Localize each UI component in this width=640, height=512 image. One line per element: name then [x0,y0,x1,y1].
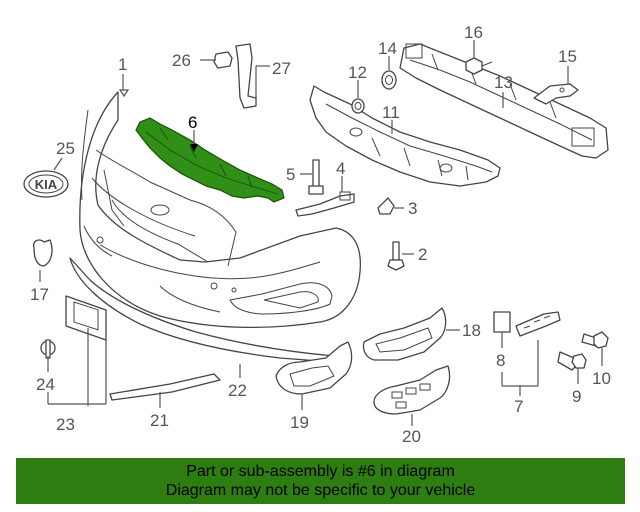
bracket-part-27[interactable] [235,43,257,109]
caption-line-1: Part or sub-assembly is #6 in diagram [186,463,455,480]
callout-17: 17 [30,285,49,304]
parts-diagram: KIA [23,23,611,446]
callout-18: 18 [462,321,481,340]
bolt-part-5[interactable] [308,159,324,195]
bumper-cover-part-1[interactable] [79,91,362,329]
callout-4: 4 [336,159,345,178]
leader-lines [39,40,603,426]
caption-line-2: Diagram may not be specific to your vehi… [165,482,476,499]
callout-10: 10 [592,369,611,388]
callout-14: 14 [378,39,397,58]
callout-21: 21 [150,411,169,430]
callout-8: 8 [496,351,505,370]
tow-hook-cover-part-17[interactable] [33,239,53,267]
callout-1: 1 [118,55,127,74]
callout-25: 25 [56,139,75,158]
clip-part-3[interactable] [377,197,395,215]
callout-15: 15 [558,47,577,66]
callout-7: 7 [514,397,523,416]
callout-labels: 1 6 26 27 12 14 11 13 16 15 25 17 5 4 3 … [30,23,611,446]
emblem-text: KIA [35,177,58,192]
bracket-part-7[interactable] [515,311,561,337]
screw-part-2[interactable] [387,241,405,271]
callout-13: 13 [494,73,513,92]
callout-23: 23 [56,415,75,434]
callout-3: 3 [408,199,417,218]
bracket-part-15[interactable] [533,83,579,105]
bracket-part-4[interactable] [295,191,355,217]
callout-9: 9 [572,387,581,406]
license-bracket-part-23[interactable] [65,295,107,341]
caption-banner: Part or sub-assembly is #6 in diagram Di… [16,458,625,504]
callout-5: 5 [286,165,295,184]
callout-2: 2 [418,245,427,264]
callout-26: 26 [172,51,191,70]
fog-lamp-cover-part-19[interactable] [275,341,353,395]
callout-12: 12 [348,63,367,82]
molding-part-21[interactable] [109,373,221,401]
kia-emblem-part-25[interactable]: KIA [23,170,69,198]
front-bumper-reinforcement-part-6[interactable] [135,117,285,203]
bolt-part-9[interactable] [557,351,587,371]
bolt-part-10[interactable] [581,331,609,349]
callout-20: 20 [402,427,421,446]
callout-24: 24 [36,375,55,394]
callout-6: 6 [188,113,197,132]
bushing-part-12[interactable] [351,98,365,114]
grommet-part-14[interactable] [381,70,397,90]
callout-27: 27 [272,59,291,78]
fog-lamp-cover-part-20[interactable] [373,365,451,415]
screw-part-24[interactable] [40,339,56,359]
clip-part-26[interactable] [213,51,233,69]
callout-22: 22 [228,381,247,400]
callout-16: 16 [464,23,483,42]
fog-lamp-cover-part-18[interactable] [362,307,447,361]
callout-19: 19 [290,413,309,432]
callout-11: 11 [382,103,400,122]
clip-part-8[interactable] [493,311,511,333]
